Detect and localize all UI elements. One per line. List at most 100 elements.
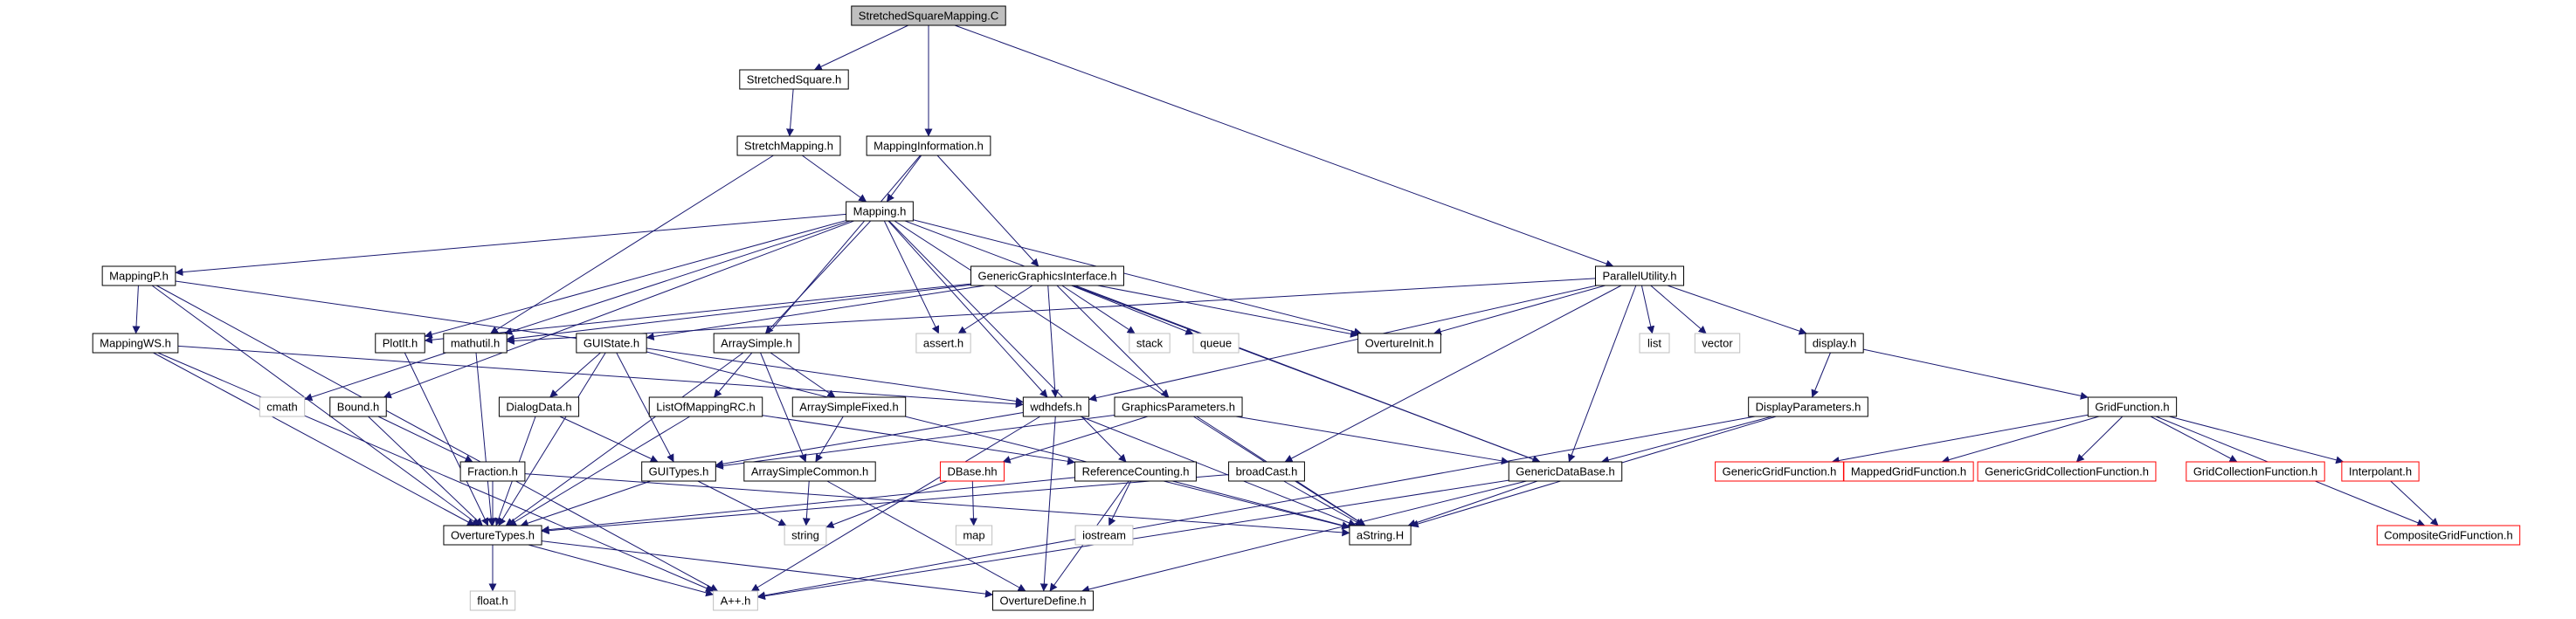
node-arraysimple[interactable]: ArraySimple.h (713, 333, 800, 354)
node-stretchedsquare[interactable]: StretchedSquare.h (739, 69, 849, 90)
edge-interpolant-to-compositegridfunction (2390, 480, 2439, 526)
node-label: GraphicsParameters.h (1122, 401, 1235, 414)
edge-parallelutility-to-mathutil (506, 278, 1596, 345)
node-box (784, 525, 827, 546)
node-label: queue (1200, 337, 1232, 350)
node-astring[interactable]: aString.H (1349, 525, 1412, 546)
node-dialogdata[interactable]: DialogData.h (498, 396, 580, 417)
edge-mathutil-to-overturetypes (475, 352, 495, 526)
edge-mapping-to-asserth (883, 220, 940, 334)
node-mappingws[interactable]: MappingWS.h (92, 333, 179, 354)
edge-genericgraphicsinterface-to-overtureinit (1097, 285, 1359, 338)
node-box (955, 525, 993, 546)
node-arraysimplecommon[interactable]: ArraySimpleCommon.h (743, 461, 876, 482)
node-interpolant[interactable]: Interpolant.h (2341, 461, 2420, 482)
node-mappinginformation[interactable]: MappingInformation.h (866, 135, 991, 156)
node-cmath: cmath (259, 396, 306, 417)
node-label: GridFunction.h (2095, 401, 2169, 414)
node-box (736, 135, 841, 156)
node-root[interactable]: StretchedSquareMapping.C (851, 5, 1006, 26)
edge-root-to-parallelutility (954, 24, 1614, 268)
edge-listofmappingrc-to-referencecounting (762, 415, 1076, 465)
node-overturetypes[interactable]: OvertureTypes.h (443, 525, 542, 546)
node-box (743, 461, 876, 482)
node-box (939, 461, 1005, 482)
node-listofmappingrc[interactable]: ListOfMappingRC.h (648, 396, 763, 417)
node-box (2186, 461, 2325, 482)
node-label: Fraction.h (467, 465, 518, 478)
node-referencecounting[interactable]: ReferenceCounting.h (1074, 461, 1197, 482)
node-label: Mapping.h (853, 205, 907, 218)
edge-wdhdefs-to-overturedefine (1039, 416, 1056, 592)
edge-genericgraphicsinterface-to-wdhdefs (1047, 285, 1060, 398)
edge-root-to-stretchedsquare (813, 24, 909, 71)
edge-wdhdefs-to-guitypes (715, 411, 1024, 468)
node-mappingp[interactable]: MappingP.h (101, 265, 176, 286)
edge-guistate-to-astring (646, 351, 1350, 530)
node-broadcast[interactable]: broadCast.h (1228, 461, 1305, 482)
node-overturedefine[interactable]: OvertureDefine.h (992, 590, 1094, 611)
node-stretchmapping[interactable]: StretchMapping.h (736, 135, 841, 156)
edge-genericgraphicsinterface-to-genericdatabase (1072, 285, 1541, 464)
node-genericgridfunction[interactable]: GenericGridFunction.h (1715, 461, 1844, 482)
node-label: GUITypes.h (649, 465, 709, 478)
node-arraysimplefixed[interactable]: ArraySimpleFixed.h (791, 396, 907, 417)
node-label: GenericGridFunction.h (1723, 465, 1837, 478)
node-label: iostream (1082, 529, 1126, 542)
edge-mapping-to-wdhdefs (887, 220, 1048, 398)
edge-mappingws-to-overturetypes (153, 352, 475, 526)
node-iostream: iostream (1074, 525, 1134, 546)
node-box (2341, 461, 2420, 482)
edge-guistate-to-dialogdata (549, 352, 601, 398)
header-nodes: StretchedSquareMapping.C StretchedSquare.… (92, 5, 2521, 611)
node-label: ReferenceCounting.h (1082, 465, 1190, 478)
node-bound[interactable]: Bound.h (329, 396, 387, 417)
node-box (1022, 396, 1090, 417)
node-display[interactable]: display.h (1805, 333, 1864, 354)
node-mathutil[interactable]: mathutil.h (443, 333, 508, 354)
node-genericdatabase[interactable]: GenericDataBase.h (1508, 461, 1623, 482)
node-fraction[interactable]: Fraction.h (459, 461, 526, 482)
node-compositegridfunction[interactable]: CompositeGridFunction.h (2376, 525, 2521, 546)
node-box (866, 135, 991, 156)
node-guitypes[interactable]: GUITypes.h (641, 461, 716, 482)
node-genericgridcollectionfunction[interactable]: GenericGridCollectionFunction.h (1977, 461, 2157, 482)
node-displayparameters[interactable]: DisplayParameters.h (1748, 396, 1868, 417)
node-box (1977, 461, 2157, 482)
node-overtureinit[interactable]: OvertureInit.h (1357, 333, 1441, 354)
edge-parallelutility-to-display (1667, 285, 1807, 335)
node-label: aString.H (1357, 529, 1404, 542)
node-gridcollectionfunction[interactable]: GridCollectionFunction.h (2186, 461, 2325, 482)
node-label: GUIState.h (584, 337, 639, 350)
node-gridfunction[interactable]: GridFunction.h (2087, 396, 2178, 417)
edge-arraysimplefixed-to-arraysimplecommon (815, 416, 844, 463)
node-label: assert.h (923, 337, 963, 350)
node-plotit[interactable]: PlotIt.h (375, 333, 425, 354)
edge-wdhdefs-to-applusplus (750, 416, 1041, 592)
edge-mappingp-to-mappingws (132, 285, 141, 334)
node-genericgraphicsinterface[interactable]: GenericGraphicsInterface.h (970, 265, 1124, 286)
node-guistate[interactable]: GUIState.h (576, 333, 647, 354)
edge-arraysimplecommon-to-string (802, 480, 811, 526)
edge-mappinginformation-to-genericgraphicsinterface (936, 155, 1039, 267)
node-mapping[interactable]: Mapping.h (846, 201, 914, 222)
node-dbase[interactable]: DBase.hh (939, 461, 1005, 482)
node-box (1805, 333, 1864, 354)
edge-gridfunction-to-gridcollectionfunction (2150, 416, 2238, 463)
node-label: CompositeGridFunction.h (2384, 529, 2512, 542)
node-mappedgridfunction[interactable]: MappedGridFunction.h (1843, 461, 1974, 482)
node-label: Bound.h (337, 401, 379, 414)
edge-referencecounting-to-astring (1172, 480, 1350, 530)
node-graphicsparameters[interactable]: GraphicsParameters.h (1114, 396, 1243, 417)
node-parallelutility[interactable]: ParallelUtility.h (1594, 265, 1685, 286)
node-label: GenericGridCollectionFunction.h (1985, 465, 2149, 478)
node-box (92, 333, 179, 354)
node-wdhdefs[interactable]: wdhdefs.h (1022, 396, 1090, 417)
node-label: ParallelUtility.h (1602, 270, 1676, 283)
edge-genericgraphicsinterface-to-stack (1061, 285, 1136, 334)
node-label: broadCast.h (1236, 465, 1298, 478)
node-box (2087, 396, 2178, 417)
edge-parallelutility-to-broadcast (1284, 285, 1622, 463)
edge-gridfunction-to-mappedgridfunction (1941, 416, 2100, 464)
node-box (648, 396, 763, 417)
